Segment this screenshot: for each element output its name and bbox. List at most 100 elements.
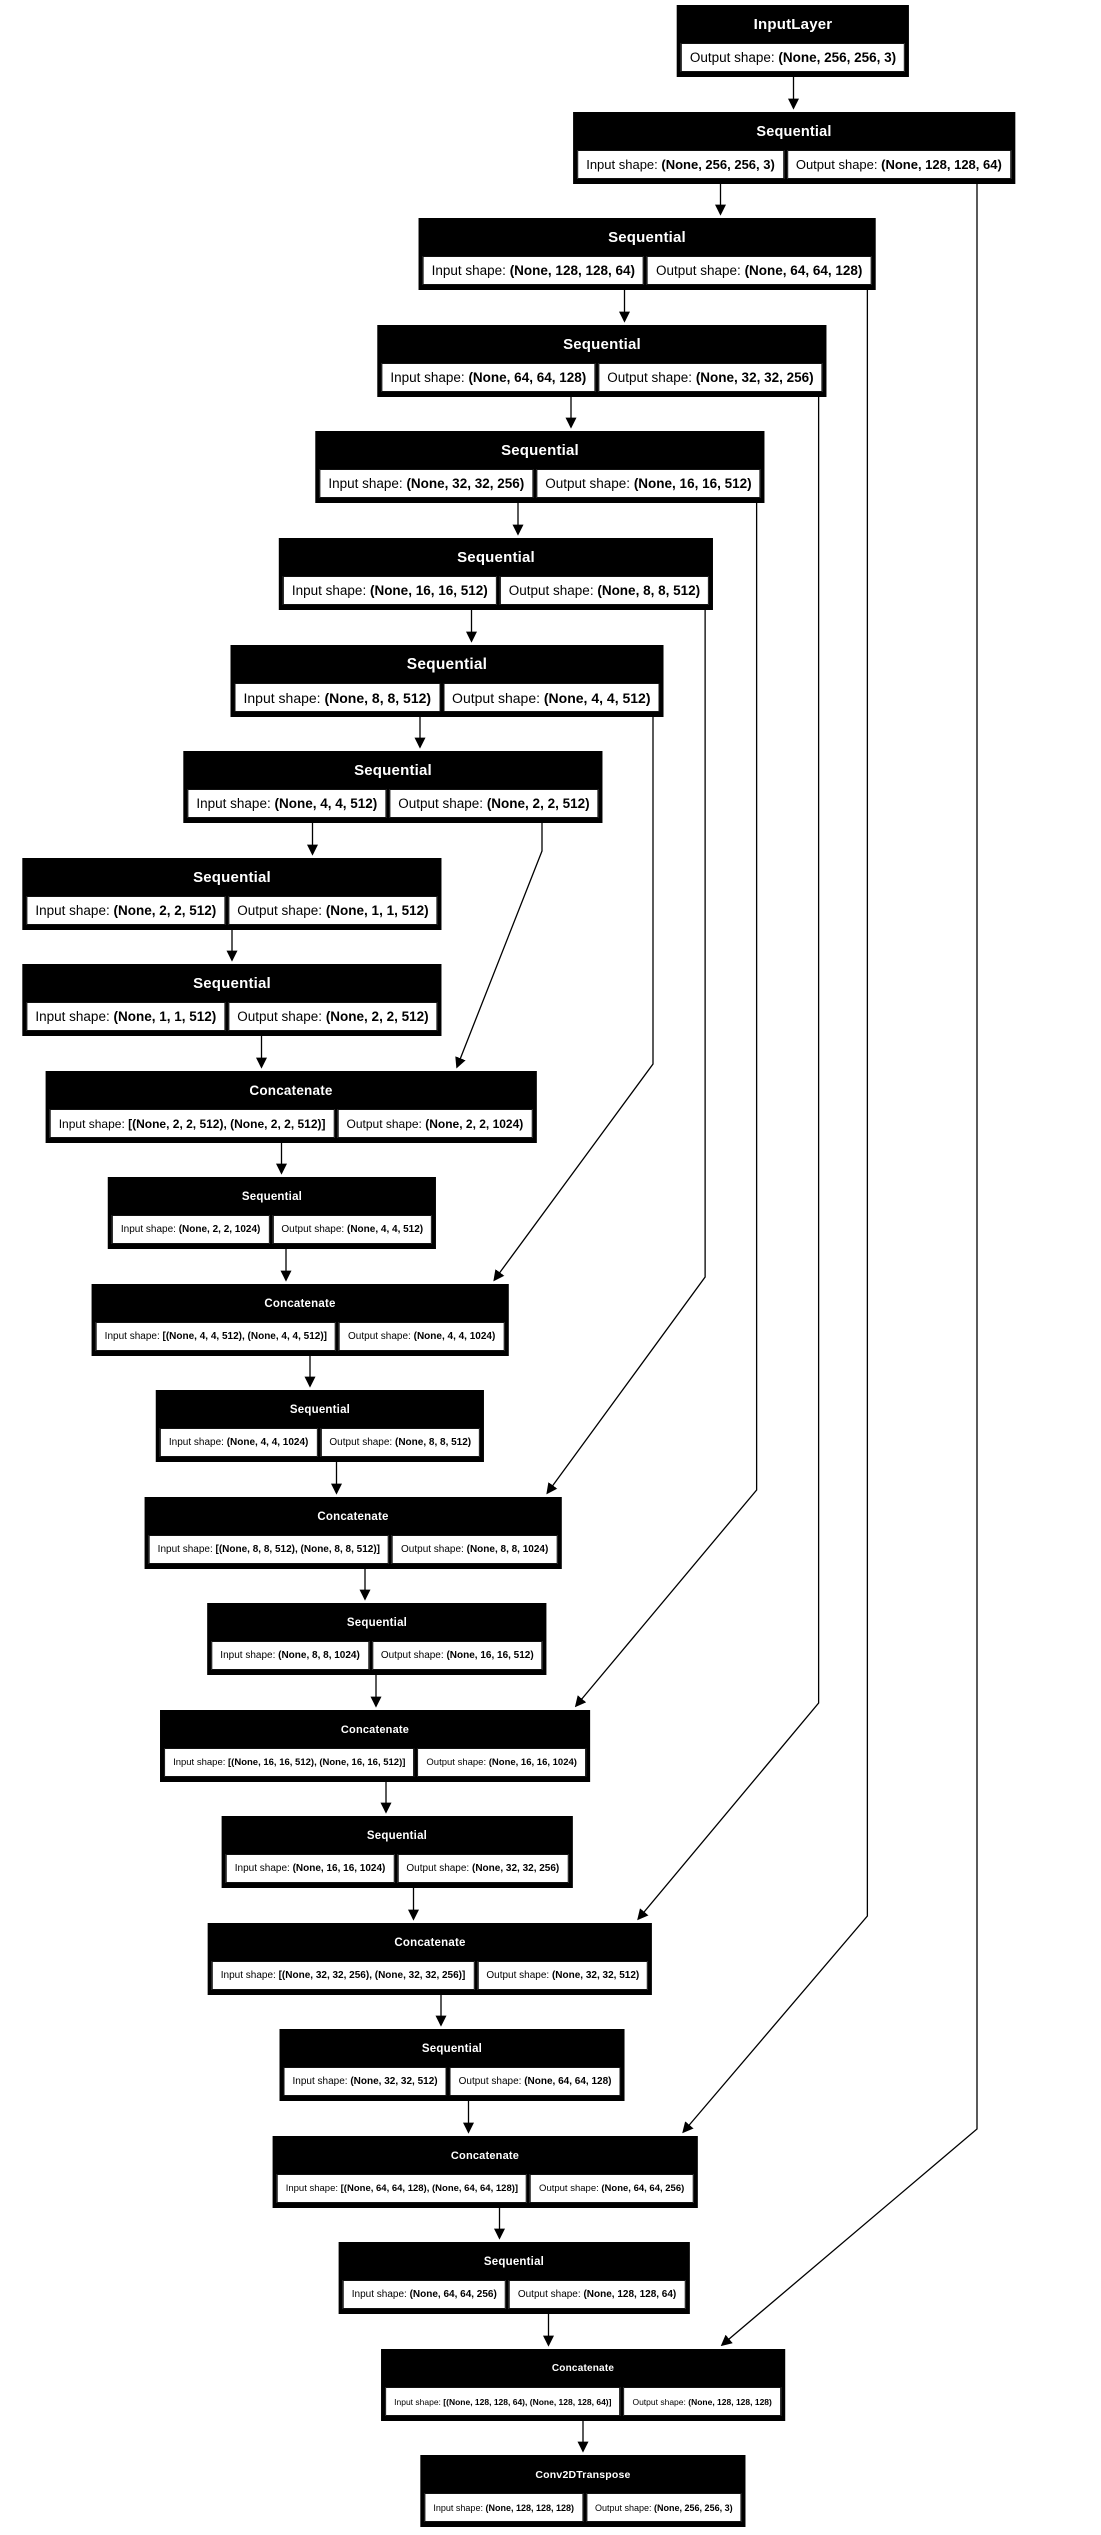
shape-value: (None, 2, 2, 512): [486, 796, 590, 811]
shape-cells-row: Input shape: (None, 8, 8, 512)Output sha…: [234, 683, 660, 712]
shape-label: Input shape:: [35, 1009, 114, 1024]
input-shape-cell: Input shape: [(None, 16, 16, 512), (None…: [164, 1748, 415, 1777]
input-shape-cell: Input shape: (None, 64, 64, 128): [381, 363, 596, 392]
shape-value: (None, 32, 32, 512): [551, 1970, 640, 1981]
shape-cells-row: Input shape: (None, 128, 128, 64)Output …: [422, 256, 872, 285]
skip-connection-arrow: [682, 290, 869, 2134]
shape-cells-row: Input shape: (None, 8, 8, 1024)Output sh…: [211, 1641, 543, 1670]
skip-connection-arrow: [574, 503, 758, 1708]
shape-label: Output shape:: [348, 1331, 414, 1342]
input-shape-cell: Input shape: (None, 4, 4, 512): [187, 789, 387, 818]
shape-value: (None, 8, 8, 512): [324, 689, 432, 706]
shape-label: Input shape:: [104, 1331, 163, 1342]
input-shape-cell: Input shape: (None, 32, 32, 256): [319, 469, 534, 498]
input-shape-cell: Input shape: (None, 128, 128, 128): [424, 2493, 583, 2522]
shape-value: (None, 64, 64, 128): [744, 263, 863, 278]
shape-label: Output shape:: [595, 2502, 655, 2513]
input-shape-cell: Input shape: (None, 2, 2, 512): [26, 896, 226, 925]
shape-label: Output shape:: [406, 1863, 472, 1874]
input-shape-cell: Input shape: [(None, 64, 64, 128), (None…: [276, 2174, 528, 2203]
layer-title: Sequential: [421, 2042, 483, 2055]
output-shape-cell: Output shape: (None, 2, 2, 512): [389, 789, 599, 818]
input-shape-cell: Input shape: (None, 2, 2, 1024): [111, 1215, 270, 1244]
output-shape-cell: Output shape: (None, 128, 128, 64): [786, 150, 1011, 179]
shape-value: (None, 64, 64, 128): [524, 2076, 612, 2087]
shape-label: Output shape:: [656, 263, 745, 278]
shape-label: Output shape:: [346, 1116, 426, 1131]
output-shape-cell: Output shape: (None, 32, 32, 512): [477, 1961, 649, 1990]
layer-title: Concatenate: [264, 1297, 336, 1310]
layer-title: Concatenate: [551, 2363, 615, 2374]
shape-label: Output shape:: [281, 1224, 347, 1235]
shape-value: [(None, 8, 8, 512), (None, 8, 8, 512)]: [215, 1544, 381, 1555]
shape-label: Input shape:: [433, 2502, 486, 2513]
shape-value: (None, 128, 128, 64): [881, 157, 1002, 172]
layer-title: Concatenate: [450, 2149, 520, 2162]
shape-label: Input shape:: [220, 1970, 279, 1981]
shape-label: Input shape:: [390, 370, 469, 385]
shape-value: [(None, 64, 64, 128), (None, 64, 64, 128…: [340, 2183, 519, 2194]
skip-connection-arrow: [720, 184, 978, 2347]
input-shape-cell: Input shape: [(None, 32, 32, 256), (None…: [211, 1961, 475, 1990]
shape-value: [(None, 128, 128, 64), (None, 128, 128, …: [443, 2396, 612, 2407]
input-shape-cell: Input shape: [(None, 128, 128, 64), (Non…: [385, 2387, 621, 2416]
shape-cells-row: Input shape: (None, 16, 16, 1024) Output …: [225, 1854, 569, 1883]
output-shape-cell: Output shape: (None, 16, 16, 512): [371, 1641, 543, 1670]
shape-label: Output shape:: [398, 796, 487, 811]
shape-cells-row: Input shape: (None, 256, 256, 3)Output s…: [577, 150, 1011, 179]
shape-label: Output shape:: [458, 2076, 525, 2087]
layer-title: Concatenate: [340, 1723, 410, 1736]
output-shape-cell: Output shape: (None, 1, 1, 512): [228, 896, 438, 925]
shape-label: Input shape:: [351, 2289, 410, 2300]
shape-label: Input shape:: [586, 157, 662, 172]
shape-label: Input shape:: [120, 1224, 179, 1235]
shape-value: [(None, 2, 2, 512), (None, 2, 2, 512)]: [128, 1116, 326, 1131]
output-shape-cell: Output shape: (None, 8, 8, 512): [499, 576, 710, 605]
shape-cells-row: Input shape: (None, 16, 16, 512)Output s…: [282, 576, 710, 605]
shape-value: (None, 4, 4, 1024): [413, 1331, 496, 1342]
input-shape-cell: Input shape: [(None, 4, 4, 512), (None, …: [95, 1322, 337, 1351]
output-shape-cell: Output shape: (None, 2, 2, 512): [228, 1002, 438, 1031]
output-shape-cell: Output shape: (None, 128, 128, 64): [508, 2280, 686, 2309]
output-shape-cell: Output shape: (None, 256, 256, 3): [586, 2493, 742, 2522]
shape-value: (None, 4, 4, 512): [347, 1224, 424, 1235]
shape-label: Input shape:: [328, 476, 407, 491]
input-shape-cell: Input shape: (None, 16, 16, 1024): [225, 1854, 395, 1883]
shape-value: (None, 64, 64, 128): [468, 370, 587, 385]
shape-label: Input shape:: [173, 1757, 229, 1768]
shape-label: Output shape:: [795, 157, 882, 172]
shape-label: Output shape:: [517, 2289, 584, 2300]
shape-label: Input shape:: [292, 2076, 351, 2087]
shape-value: (None, 16, 16, 512): [446, 1650, 534, 1661]
layer-title: Sequential: [241, 1190, 303, 1203]
shape-label: Input shape:: [168, 1437, 227, 1448]
shape-label: Output shape:: [237, 1009, 326, 1024]
shape-label: Output shape:: [426, 1757, 489, 1768]
shape-value: (None, 1, 1, 512): [113, 1009, 217, 1024]
shape-value: (None, 32, 32, 256): [406, 476, 525, 491]
shape-value: (None, 16, 16, 1024): [292, 1863, 386, 1874]
shape-value: (None, 64, 64, 256): [409, 2289, 497, 2300]
skip-connection-arrow: [546, 610, 706, 1495]
shape-value: (None, 32, 32, 256): [695, 370, 814, 385]
shape-value: (None, 2, 2, 512): [325, 1009, 429, 1024]
shape-value: (None, 16, 16, 512): [369, 583, 488, 598]
layer-title: Sequential: [289, 1403, 351, 1416]
shape-cells-row: Input shape: (None, 32, 32, 512)Output s…: [283, 2067, 621, 2096]
